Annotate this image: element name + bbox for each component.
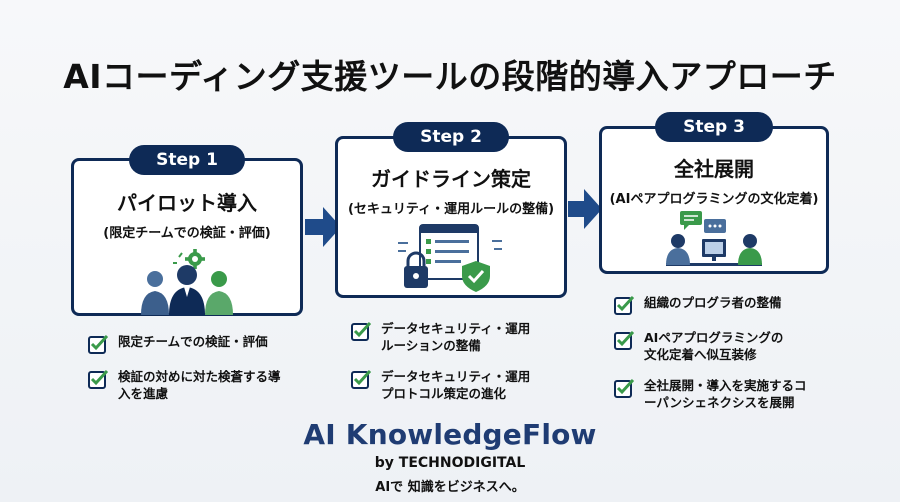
brand-logo-text: AI KnowledgeFlow bbox=[303, 418, 597, 451]
checkbox-check-icon bbox=[614, 330, 634, 350]
checkbox-check-icon bbox=[351, 321, 371, 341]
brand-byline: by TECHNODIGITAL bbox=[374, 455, 526, 471]
list-item: 限定チームでの検証・評価 bbox=[88, 333, 303, 354]
step-3-subtitle: (AIペアプログラミングの文化定着) bbox=[609, 192, 819, 207]
step-3-title: 全社展開 bbox=[674, 157, 754, 181]
team-people-gear-icon bbox=[141, 249, 233, 315]
document-lock-shield-icon bbox=[398, 224, 502, 292]
step-2-subtitle: (セキュリティ・運用ルールの整備) bbox=[347, 202, 555, 217]
step-1-title: パイロット導入 bbox=[117, 191, 257, 215]
list-item-text: データセキュリティ・運用プロトコル策定の進化 bbox=[381, 369, 531, 401]
checkbox-check-icon bbox=[614, 378, 634, 398]
step-1-card: パイロット導入 (限定チームでの検証・評価) bbox=[71, 158, 303, 316]
checkbox-check-icon bbox=[614, 295, 634, 315]
list-item: 全社展開・導入を実施するコーパンシェネクシスを展開 bbox=[614, 377, 824, 411]
step-1-list: 限定チームでの検証・評価 検証の対めに対た検蒼する導入を進慮 bbox=[88, 333, 303, 416]
checkbox-check-icon bbox=[88, 369, 108, 389]
list-item-text: 組織のプログラ者の整備 bbox=[644, 295, 782, 310]
step-2-list: データセキュリティ・運用ルーションの整備 データセキュリティ・運用プロトコル策定… bbox=[351, 320, 551, 416]
step-2-badge: Step 2 bbox=[393, 122, 509, 152]
step-3-badge: Step 3 bbox=[655, 112, 773, 142]
page-title: AIコーディング支援ツールの段階的導入アプローチ bbox=[63, 57, 837, 96]
step-3-list: 組織のプログラ者の整備 AIペアプログラミングの文化定着へ似互装修 全社展開・導… bbox=[614, 294, 824, 425]
step-3-card: 全社展開 (AIペアプログラミングの文化定着) bbox=[599, 126, 829, 274]
list-item-text: 検証の対めに対た検蒼する導入を進慮 bbox=[118, 369, 281, 401]
list-item: データセキュリティ・運用プロトコル策定の進化 bbox=[351, 368, 551, 402]
two-people-chat-icon bbox=[666, 211, 762, 266]
arrow-right-icon bbox=[568, 189, 602, 229]
list-item: AIペアプログラミングの文化定着へ似互装修 bbox=[614, 329, 824, 363]
list-item: 検証の対めに対た検蒼する導入を進慮 bbox=[88, 368, 303, 402]
list-item: 組織のプログラ者の整備 bbox=[614, 294, 824, 315]
list-item-text: 全社展開・導入を実施するコーパンシェネクシスを展開 bbox=[644, 378, 807, 410]
step-2-title: ガイドライン策定 bbox=[371, 167, 531, 191]
brand-tagline: AIで 知識をビジネスへ。 bbox=[375, 480, 525, 495]
list-item-text: 限定チームでの検証・評価 bbox=[118, 334, 268, 349]
step-2-card: ガイドライン策定 (セキュリティ・運用ルールの整備) bbox=[335, 136, 567, 298]
list-item-text: AIペアプログラミングの文化定着へ似互装修 bbox=[644, 330, 784, 362]
checkbox-check-icon bbox=[351, 369, 371, 389]
checkbox-check-icon bbox=[88, 334, 108, 354]
step-1-badge: Step 1 bbox=[129, 145, 245, 175]
arrow-right-icon bbox=[305, 207, 341, 247]
list-item-text: データセキュリティ・運用ルーションの整備 bbox=[381, 321, 531, 353]
step-1-subtitle: (限定チームでの検証・評価) bbox=[103, 226, 271, 241]
list-item: データセキュリティ・運用ルーションの整備 bbox=[351, 320, 551, 354]
